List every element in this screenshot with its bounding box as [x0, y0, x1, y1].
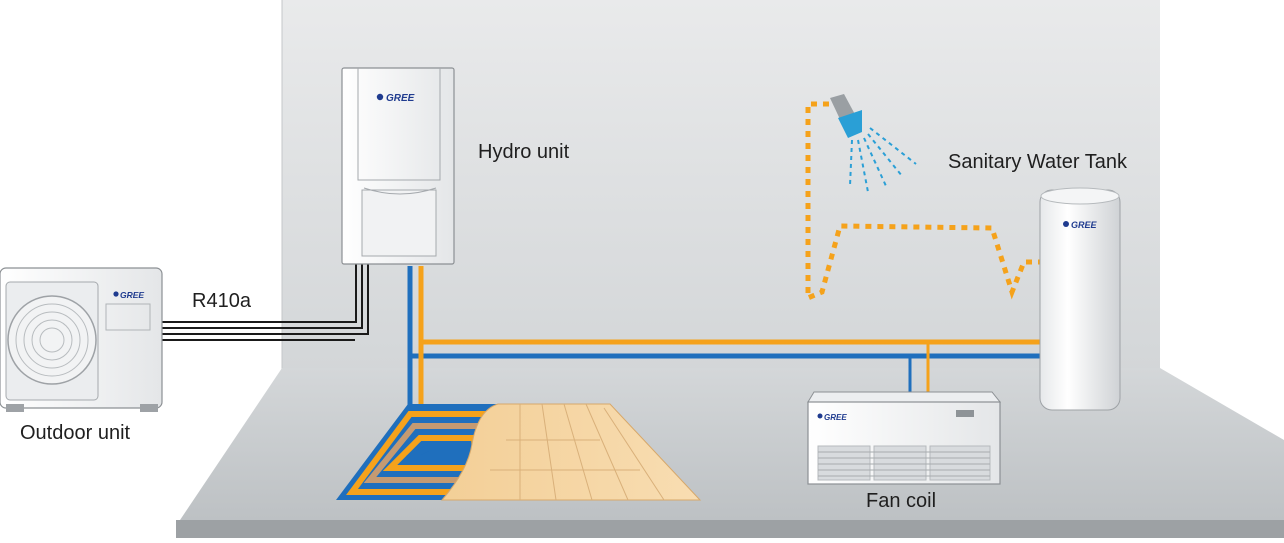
sanitary-tank-label: Sanitary Water Tank	[948, 151, 1127, 173]
brand-logo-icon: GREE	[376, 93, 415, 104]
outdoor-unit: GREE	[0, 267, 163, 412]
wood-flooring	[440, 403, 702, 501]
brand-logo-icon: GREE	[1063, 220, 1098, 230]
tank-brand-text: GREE	[1071, 220, 1098, 230]
water-pipes	[407, 266, 1042, 408]
hydro-brand-text: GREE	[386, 93, 415, 104]
sanitary-hot-water-pipe	[805, 101, 1056, 302]
sanitary-water-tank: GREE	[1039, 187, 1121, 411]
refrigerant-label: R410a	[192, 290, 251, 312]
fan-coil-label: Fan coil	[866, 490, 937, 512]
outdoor-brand-text: GREE	[120, 290, 144, 300]
hydro-unit: GREE	[341, 67, 455, 265]
outdoor-unit-label: Outdoor unit	[20, 422, 131, 444]
fan-coil: GREE	[807, 391, 1002, 485]
brand-logo-icon: GREE	[113, 290, 144, 300]
hydro-unit-label: Hydro unit	[478, 141, 570, 163]
brand-logo-icon: GREE	[817, 413, 847, 422]
fancoil-brand-text: GREE	[824, 413, 847, 422]
refrigerant-lines	[160, 262, 369, 341]
shower-icon	[830, 94, 917, 193]
